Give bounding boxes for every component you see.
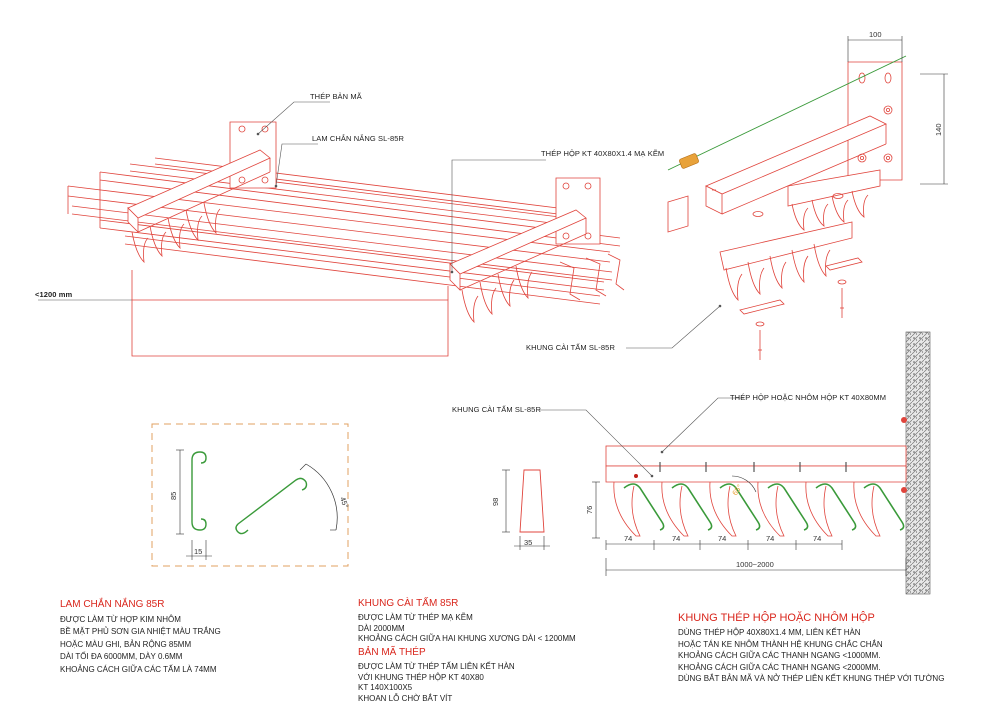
label-thep-hop-hoac-nhom: THÉP HỘP HOẶC NHÔM HỘP KT 40X80MM xyxy=(730,393,886,402)
dim-lam-gap: 15 xyxy=(194,547,202,556)
notes-khung: KHUNG CÀI TẤM 85R ĐƯỢC LÀM TỪ THÉP MẠ KẼ… xyxy=(358,597,576,645)
dim-frame-height: 76 xyxy=(585,506,594,514)
dim-spacing-3: 74 xyxy=(718,534,726,543)
notes-thephop-line: KHOẢNG CÁCH GIỮA CÁC THANH NGANG <1000MM… xyxy=(678,651,881,661)
notes-lam-line: ĐƯỢC LÀM TỪ HỢP KIM NHÔM xyxy=(60,615,181,624)
lamella-profile-detail xyxy=(151,423,349,567)
iso-leaders xyxy=(38,101,546,301)
dim-spacing-1: 74 xyxy=(624,534,632,543)
notes-lam-line: BỀ MẶT PHỦ SƠN GIA NHIỆT MÀU TRẮNG xyxy=(60,627,221,637)
notes-lam-line: KHOẢNG CÁCH GIỮA CÁC TẤM LÀ 74MM xyxy=(60,664,217,674)
threaded-rod xyxy=(667,55,907,171)
label-length-note: <1200 mm xyxy=(35,290,73,299)
notes-lam: LAM CHẮN NẮNG 85R ĐƯỢC LÀM TỪ HỢP KIM NH… xyxy=(60,598,221,676)
clip-profile-detail xyxy=(502,469,550,550)
left-tube xyxy=(127,149,271,233)
dim-clip-width: 35 xyxy=(524,538,532,547)
dim-span: 1000~2000 xyxy=(736,560,774,569)
notes-khung-heading: KHUNG CÀI TẤM 85R xyxy=(358,598,459,609)
notes-thephop: KHUNG THÉP HỘP HOẶC NHÔM HỘP DÙNG THÉP H… xyxy=(678,611,944,685)
dim-spacing-5: 74 xyxy=(813,534,821,543)
section-drawing xyxy=(540,331,931,595)
label-thep-hop-kt: THÉP HỘP KT 40X80X1.4 MẠ KẼM xyxy=(541,149,664,158)
notes-lam-line: HOẶC MÀU GHI, BẢN RỘNG 85MM xyxy=(60,639,192,649)
notes-khung-line: ĐƯỢC LÀM TỪ THÉP MẠ KẼM xyxy=(358,613,473,622)
dim-bracket-width: 100 xyxy=(869,30,882,39)
notes-banma-line: KT 140X100X5 xyxy=(358,683,413,692)
notes-thephop-line: DÙNG THÉP HỘP 40X80X1.4 MM, LIÊN KẾT HÀN xyxy=(678,628,861,637)
notes-thephop-line: KHOẢNG CÁCH GIỮA CÁC THANH NGANG <2000MM… xyxy=(678,662,881,672)
exploded-bracket xyxy=(667,61,903,360)
label-khung-cai-tam-mid: KHUNG CÀI TẤM SL-85R xyxy=(452,404,541,414)
notes-banma-line: ĐƯỢC LÀM TỪ THÉP TẤM LIÊN KẾT HÀN xyxy=(358,662,515,671)
bracket-dimensions xyxy=(847,36,948,185)
orange-nut xyxy=(679,153,699,169)
label-khung-cai-tam-top: KHUNG CÀI TẤM SL-85R xyxy=(526,342,615,352)
dim-clip-height: 98 xyxy=(491,498,500,506)
notes-banma-line: KHOAN LỖ CHỜ BẮT VÍT xyxy=(358,693,453,703)
isometric-assembly xyxy=(67,121,625,357)
notes-thephop-heading: KHUNG THÉP HỘP HOẶC NHÔM HỘP xyxy=(678,612,875,624)
notes-khung-line: DÀI 2000MM xyxy=(358,623,405,633)
dim-lam-height: 85 xyxy=(169,492,178,500)
right-clip-teeth xyxy=(461,265,533,324)
notes-thephop-line: HOẶC TÁN KE NHÔM THÀNH HỆ KHUNG CHẮC CHẮ… xyxy=(678,639,883,649)
label-lam-chan-nang: LAM CHẮN NẮNG SL-85R xyxy=(312,134,405,143)
dim-spacing-4: 74 xyxy=(766,534,774,543)
notes-banma-heading: BẢN MÃ THÉP xyxy=(358,647,426,658)
right-tube xyxy=(449,209,587,291)
notes-thephop-line: DÙNG BẮT BẢN MÃ VÀ NỞ THÉP LIÊN KẾT KHUN… xyxy=(678,674,945,684)
notes-banma: BẢN MÃ THÉP ĐƯỢC LÀM TỪ THÉP TẤM LIÊN KẾ… xyxy=(358,646,515,704)
notes-lam-heading: LAM CHẮN NẮNG 85R xyxy=(60,599,165,610)
left-clip-teeth xyxy=(131,202,221,264)
right-bracket-plate xyxy=(555,177,601,245)
dim-spacing-2: 74 xyxy=(672,534,680,543)
dim-lam-angle: 45° xyxy=(338,496,350,510)
notes-banma-line: VỚI KHUNG THÉP HỘP KT 40X80 xyxy=(358,672,484,682)
notes-lam-line: DÀI TỐI ĐA 6000MM, DÀY 0.6MM xyxy=(60,652,183,662)
dim-bracket-height: 140 xyxy=(934,123,943,136)
label-thep-ban-ma: THÉP BẢN MÃ xyxy=(310,92,362,101)
notes-khung-line: KHOẢNG CÁCH GIỮA HAI KHUNG XƯƠNG DÀI < 1… xyxy=(358,634,576,643)
